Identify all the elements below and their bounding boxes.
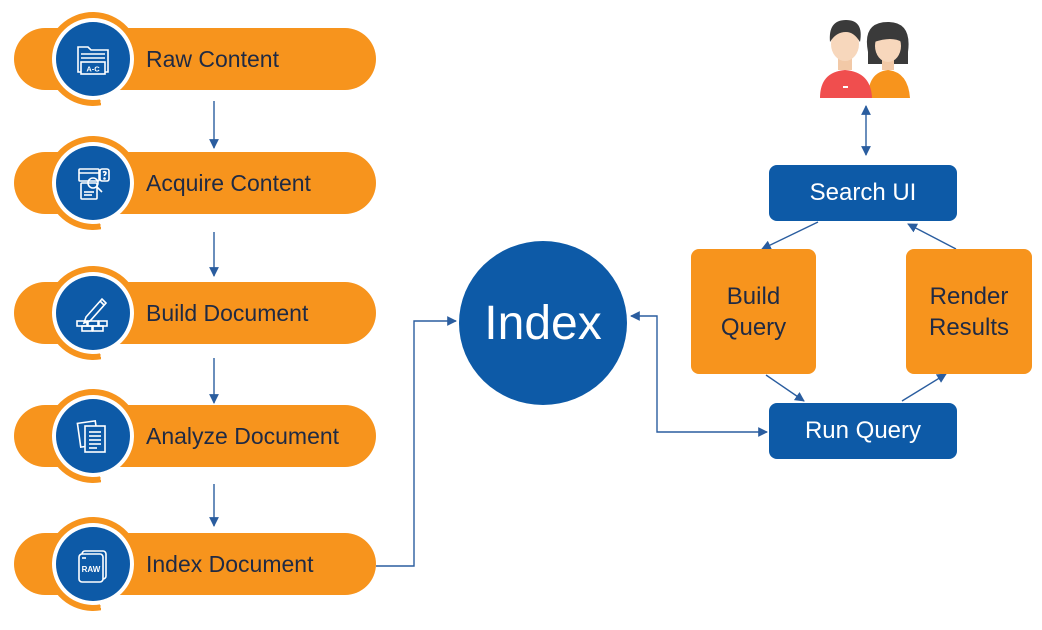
users-icon: [820, 20, 910, 98]
stage-label: Acquire Content: [146, 170, 311, 196]
build-query-box: Build Query: [691, 249, 816, 374]
raw-icon-text: RAW: [82, 565, 101, 574]
arrow-index-run-query-bidirectional: [630, 311, 768, 437]
pencil-bricks-icon: [56, 276, 130, 350]
search-document-icon: [56, 146, 130, 220]
arrow-build-query-to-run-query: [765, 374, 805, 402]
arrow-run-query-to-render: [901, 373, 947, 402]
stage-label: Index Document: [146, 551, 314, 577]
arrow-index-doc-to-index: [376, 316, 457, 567]
search-ui-box: Search UI: [769, 165, 957, 221]
folder-icon-text: A-C: [86, 65, 100, 74]
stage-label: Analyze Document: [146, 423, 340, 449]
document-stack-icon: [56, 399, 130, 473]
run-query-box: Run Query: [769, 403, 957, 459]
raw-file-icon: RAW: [56, 527, 130, 601]
stage-label: Build Document: [146, 300, 309, 326]
arrow-render-to-search-ui: [907, 223, 957, 250]
folder-a-c-icon: A-C: [56, 22, 130, 96]
stage-label: Raw Content: [146, 46, 279, 72]
render-results-box: Render Results: [906, 249, 1032, 374]
index-node: Index: [459, 241, 627, 405]
arrow-search-ui-to-build-query: [761, 221, 819, 250]
